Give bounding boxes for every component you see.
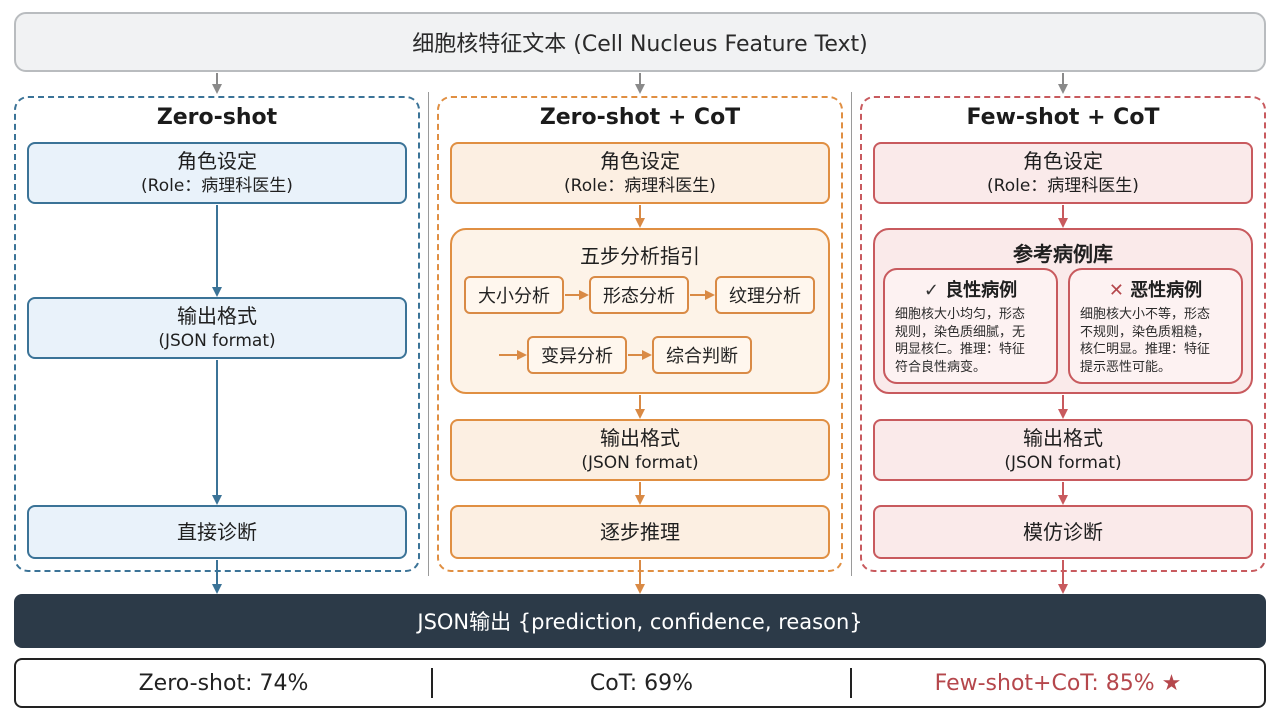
cross-icon: ✕ xyxy=(1108,280,1124,301)
json-output-text: JSON输出 {prediction, confidence, reason} xyxy=(417,610,863,634)
few-shot-output-format-box: 输出格式 (JSON format) xyxy=(873,419,1253,481)
few-shot-role-box: 角色设定 (Role：病理科医生) xyxy=(873,142,1253,204)
malignant-case-text: 细胞核大小不等，形态 不规则，染色质粗糙， 核仁明显。推理：特征 提示恶性可能。 xyxy=(1070,302,1241,376)
case-text-line: 细胞核大小均匀，形态 xyxy=(895,307,1026,322)
zero-shot-accuracy: Zero-shot: 74% xyxy=(138,670,309,696)
case-text-line: 不规则，染色质粗糙， xyxy=(1080,324,1211,340)
case-text-line: 核仁明显。推理：特征 xyxy=(1080,342,1211,358)
column-separator xyxy=(851,92,852,576)
step-comprehensive-judgment: 综合判断 xyxy=(652,336,752,374)
stepwise-reasoning-label: 逐步推理 xyxy=(600,519,680,544)
role-sub-label: (Role：病理科医生) xyxy=(564,175,716,196)
cot-role-box: 角色设定 (Role：病理科医生) xyxy=(450,142,830,204)
case-text-line: 符合良性病变。 xyxy=(895,359,987,375)
role-sub-label: (Role：病理科医生) xyxy=(987,175,1139,196)
results-divider xyxy=(431,668,433,698)
input-text-box: 细胞核特征文本 (Cell Nucleus Feature Text) xyxy=(14,12,1266,72)
role-label: 角色设定 xyxy=(600,148,680,173)
input-text-title: 细胞核特征文本 (Cell Nucleus Feature Text) xyxy=(412,32,868,57)
role-sub-label: (Role：病理科医生) xyxy=(141,175,293,196)
zero-shot-title: Zero-shot xyxy=(156,105,278,130)
role-label: 角色设定 xyxy=(177,148,257,173)
malignant-case-title: 恶性病例 xyxy=(1130,280,1203,301)
zero-shot-cot-title: Zero-shot + CoT xyxy=(539,105,741,130)
check-icon: ✓ xyxy=(923,280,939,301)
benign-case-text: 细胞核大小均匀，形态 规则，染色质细腻，无 明显核仁。推理：特征 符合良性病变。 xyxy=(885,302,1056,376)
output-format-sub-label: (JSON format) xyxy=(158,330,276,351)
cot-final-box: 逐步推理 xyxy=(450,505,830,559)
benign-case-card: ✓ 良性病例 细胞核大小均匀，形态 规则，染色质细腻，无 明显核仁。推理：特征 … xyxy=(883,268,1058,384)
malignant-case-header: ✕ 恶性病例 xyxy=(1070,276,1241,302)
case-text-line: 明显核仁。推理：特征 xyxy=(895,342,1026,358)
zero-shot-output-format-box: 输出格式 (JSON format) xyxy=(27,297,407,359)
few-shot-cot-title: Few-shot + CoT xyxy=(966,105,1160,130)
step-size-analysis: 大小分析 xyxy=(464,276,564,314)
output-format-sub-label: (JSON format) xyxy=(1004,452,1122,473)
results-bar: Zero-shot: 74% CoT: 69% Few-shot+CoT: 85… xyxy=(14,658,1266,708)
direct-diagnosis-label: 直接诊断 xyxy=(177,519,257,544)
output-format-label: 输出格式 xyxy=(600,425,680,450)
zero-shot-role-box: 角色设定 (Role：病理科医生) xyxy=(27,142,407,204)
cot-output-format-box: 输出格式 (JSON format) xyxy=(450,419,830,481)
output-format-sub-label: (JSON format) xyxy=(581,452,699,473)
zero-shot-final-box: 直接诊断 xyxy=(27,505,407,559)
imitation-diagnosis-label: 模仿诊断 xyxy=(1023,519,1103,544)
case-text-line: 提示恶性可能。 xyxy=(1080,359,1172,375)
step-shape-analysis: 形态分析 xyxy=(589,276,689,314)
step-texture-analysis: 纹理分析 xyxy=(715,276,815,314)
few-shot-final-box: 模仿诊断 xyxy=(873,505,1253,559)
column-separator xyxy=(428,92,429,576)
step-variation-analysis: 变异分析 xyxy=(527,336,627,374)
output-format-label: 输出格式 xyxy=(177,303,257,328)
five-step-guide-title: 五步分析指引 xyxy=(580,244,700,268)
benign-case-header: ✓ 良性病例 xyxy=(885,276,1056,302)
results-divider xyxy=(850,668,852,698)
malignant-case-card: ✕ 恶性病例 细胞核大小不等，形态 不规则，染色质粗糙， 核仁明显。推理：特征 … xyxy=(1068,268,1243,384)
few-shot-cot-accuracy: Few-shot+CoT: 85% ★ xyxy=(934,670,1182,696)
case-text-line: 规则，染色质细腻，无 xyxy=(895,324,1026,340)
json-output-bar: JSON输出 {prediction, confidence, reason} xyxy=(14,594,1266,648)
role-label: 角色设定 xyxy=(1023,148,1103,173)
case-text-line: 细胞核大小不等，形态 xyxy=(1080,307,1211,322)
cot-accuracy: CoT: 69% xyxy=(589,670,694,696)
output-format-label: 输出格式 xyxy=(1023,425,1103,450)
reference-case-library-title: 参考病例库 xyxy=(1013,242,1113,266)
benign-case-title: 良性病例 xyxy=(945,280,1018,301)
